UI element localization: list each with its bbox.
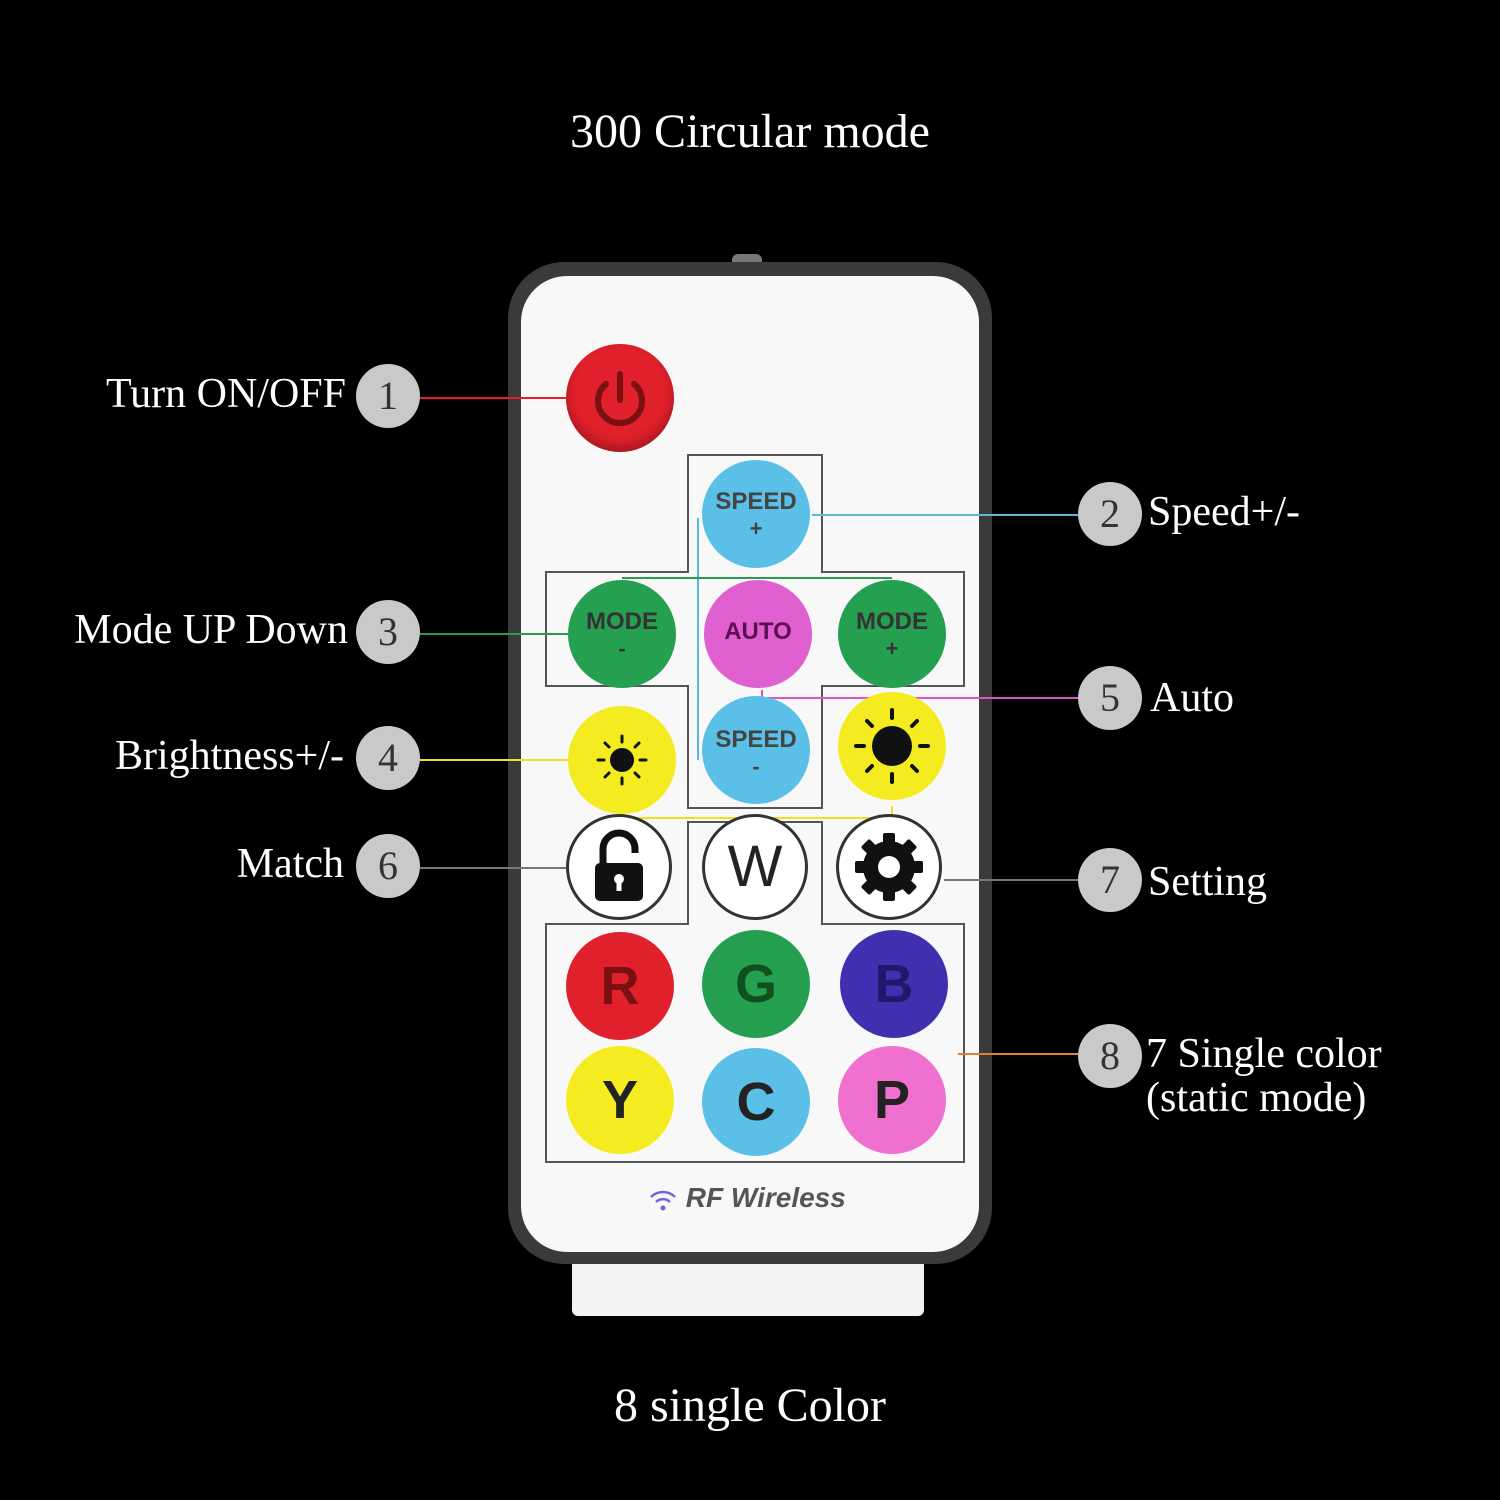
callout-label-brightness: Brightness+/- [114,733,344,779]
callout-badge-3: 3 [356,600,420,664]
gear-icon [855,833,923,901]
white-button[interactable]: W [702,814,808,920]
auto-label: AUTO [724,618,792,645]
callout-badge-7: 7 [1078,848,1142,912]
speed-plus-button[interactable]: SPEED + [702,460,810,568]
power-icon [595,371,645,426]
red-button-label: R [600,956,640,1016]
callout-badge-1: 1 [356,364,420,428]
green-button-label: G [734,954,777,1014]
callout-badge-6: 6 [356,834,420,898]
brightness-down-button[interactable] [568,706,676,814]
green-button[interactable]: G [702,930,810,1038]
yellow-button[interactable]: Y [566,1046,674,1154]
red-button[interactable]: R [566,932,674,1040]
power-button[interactable] [566,344,674,452]
speed-minus-sign: - [752,754,760,779]
pink-button-label: P [873,1070,911,1130]
mode-plus-sign: + [885,636,899,661]
speed-minus-label: SPEED [715,726,797,753]
callout-badge-4: 4 [356,726,420,790]
callout-label-static-mode: (static mode) [1146,1075,1367,1121]
callout-label-single-color: 7 Single color [1146,1031,1382,1077]
setting-button[interactable] [836,814,942,920]
speed-minus-button[interactable]: SPEED - [702,696,810,804]
blue-button-label: B [874,954,914,1014]
brand-label: RF Wireless [648,1182,888,1214]
callout-label-auto: Auto [1150,675,1234,721]
sun-large-icon [854,708,930,784]
callout-label-turn-on-off: Turn ON/OFF [105,371,346,417]
callout-label-setting: Setting [1148,859,1268,905]
sun-small-icon [596,734,648,786]
remote-battery-tail [572,1262,924,1316]
auto-button[interactable]: AUTO [704,580,812,688]
cyan-button[interactable]: C [702,1048,810,1156]
callout-label-mode-up-down: Mode UP Down [74,607,348,653]
callout-label-speed: Speed+/- [1148,489,1300,535]
page-title: 300 Circular mode [570,105,930,158]
mode-minus-sign: - [618,636,626,661]
yellow-button-label: Y [601,1070,639,1130]
match-button[interactable] [566,814,672,920]
mode-minus-label: MODE [586,608,658,635]
brightness-up-button[interactable] [838,692,946,800]
unlock-icon [595,829,643,901]
page-subtitle: 8 single Color [614,1379,886,1432]
cyan-button-label: C [736,1072,776,1132]
callout-badge-8: 8 [1078,1024,1142,1088]
pink-button[interactable]: P [838,1046,946,1154]
cross-group-outline [545,454,965,809]
speed-plus-sign: + [749,516,763,541]
blue-button[interactable]: B [840,930,948,1038]
brand-text: RF Wireless [685,1182,846,1213]
mode-plus-button[interactable]: MODE + [838,580,946,688]
speed-plus-label: SPEED [715,488,797,515]
callout-badge-2: 2 [1078,482,1142,546]
callout-label-match: Match [236,841,344,887]
callout-badge-5: 5 [1078,666,1142,730]
bottom-group-outline [545,821,965,1163]
mode-plus-label: MODE [856,608,928,635]
wifi-icon [650,1190,676,1211]
mode-minus-button[interactable]: MODE - [568,580,676,688]
white-button-label: W [727,834,783,899]
